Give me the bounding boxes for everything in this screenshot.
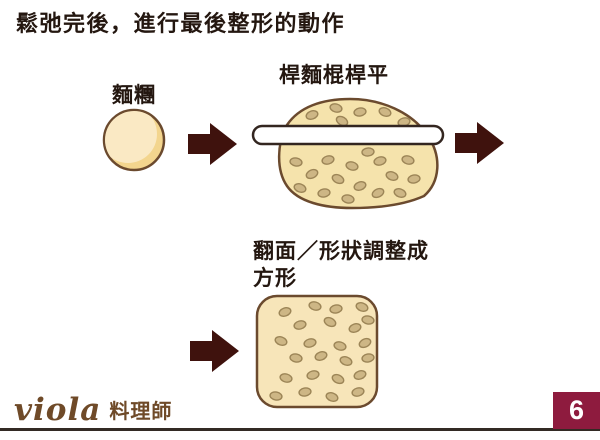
rolling-pin	[251, 124, 445, 146]
flip-shape-label-line1: 翻面／形狀調整成	[253, 240, 429, 263]
footer-divider	[0, 428, 600, 431]
brand-logo: viola 料理師	[14, 394, 172, 426]
arrow-right-icon	[190, 330, 239, 372]
page-number: 6	[568, 395, 585, 425]
rolling-pin-label: 桿麵棍桿平	[279, 64, 389, 87]
page-title: 鬆弛完後，進行最後整形的動作	[16, 11, 346, 36]
brand-logo-text: 料理師	[109, 401, 173, 423]
flip-shape-label-line2: 方形	[253, 267, 297, 290]
flip-shape-label: 翻面／形狀調整成 方形	[253, 238, 453, 292]
sesame-speckles	[289, 103, 421, 204]
arrow-right-icon	[455, 122, 504, 164]
page-number-badge: 6	[553, 392, 600, 429]
brand-logo-script: viola	[14, 392, 102, 428]
dough-ball-label: 麵糰	[112, 84, 156, 107]
sesame-speckles	[269, 301, 375, 402]
flattened-dough	[251, 97, 445, 210]
dough-ball	[102, 108, 166, 172]
arrow-right-icon	[188, 123, 237, 165]
square-dough	[255, 294, 379, 409]
